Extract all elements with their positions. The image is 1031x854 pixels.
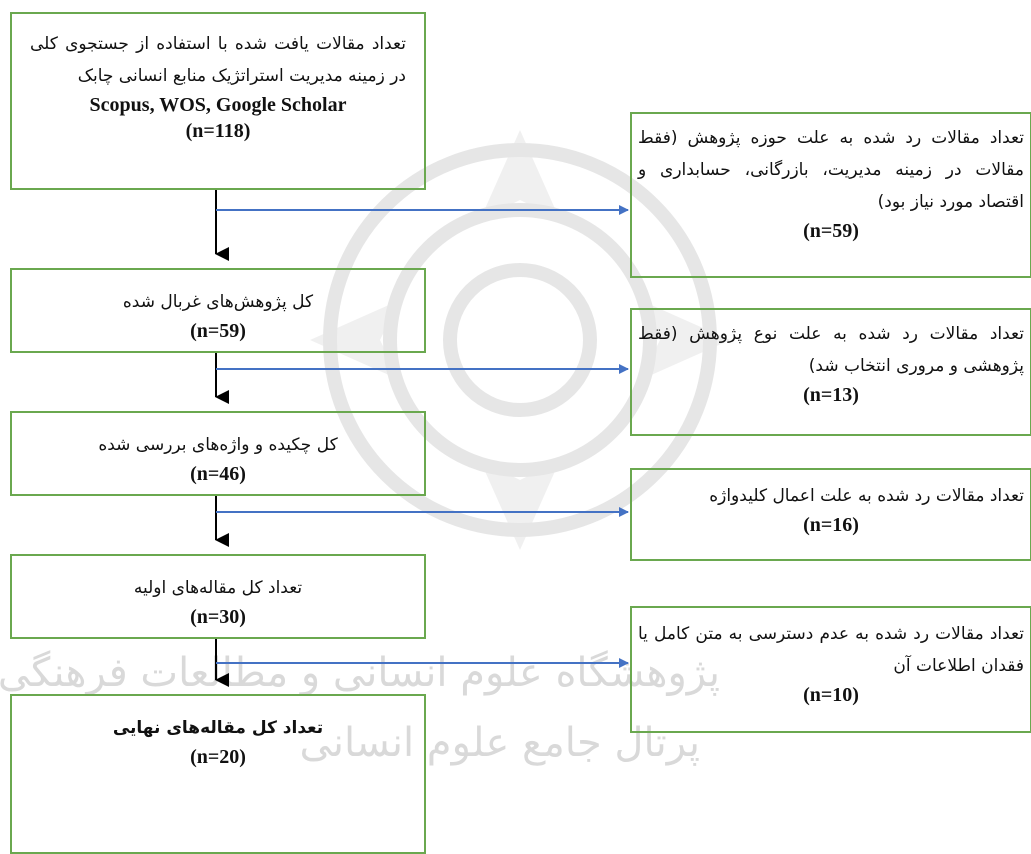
box-abstracts: کل چکیده و واژه‌های بررسی شده (n=46) [10,411,426,496]
box-initial-search-text: تعداد مقالات یافت شده با استفاده از جستج… [30,34,406,86]
box-excluded-field: تعداد مقالات رد شده به علت حوزه پژوهش (ف… [630,112,1031,278]
box-initial-articles: تعداد کل مقاله‌های اولیه (n=30) [10,554,426,639]
box-abstracts-text: کل چکیده و واژه‌های بررسی شده [98,435,338,455]
box-abstracts-count: (n=46) [190,463,246,485]
box-excluded-type: تعداد مقالات رد شده به علت نوع پژوهش (فق… [630,308,1031,436]
watermark-text-1: پژوهشگاه علوم انسانی و مطالعات فرهنگی [0,650,720,696]
box-excluded-fulltext-text: تعداد مقالات رد شده به عدم دسترسی به متن… [638,624,1024,676]
box-final-articles-text: تعداد کل مقاله‌های نهایی [112,718,324,738]
box-excluded-type-text: تعداد مقالات رد شده به علت نوع پژوهش (فق… [638,324,1024,376]
box-screened-count: (n=59) [190,320,246,342]
box-initial-search-sources: Scopus, WOS, Google Scholar [89,94,347,116]
box-excluded-keyword: تعداد مقالات رد شده به علت اعمال کلیدواژ… [630,468,1031,561]
watermark-text-2: پرتال جامع علوم انسانی [299,720,701,766]
box-excluded-fulltext: تعداد مقالات رد شده به عدم دسترسی به متن… [630,606,1031,733]
box-final-articles-count: (n=20) [190,746,246,768]
box-initial-articles-count: (n=30) [190,606,246,628]
box-initial-articles-text: تعداد کل مقاله‌های اولیه [133,578,303,598]
box-excluded-field-text: تعداد مقالات رد شده به علت حوزه پژوهش (ف… [638,128,1024,212]
box-initial-search: تعداد مقالات یافت شده با استفاده از جستج… [10,12,426,190]
box-screened: کل پژوهش‌های غربال شده (n=59) [10,268,426,353]
box-excluded-fulltext-count: (n=10) [803,684,859,706]
box-screened-text: کل پژوهش‌های غربال شده [122,292,314,312]
box-excluded-field-count: (n=59) [803,220,859,242]
box-excluded-type-count: (n=13) [803,384,859,406]
box-excluded-keyword-text: تعداد مقالات رد شده به علت اعمال کلیدواژ… [709,486,1024,506]
box-excluded-keyword-count: (n=16) [803,514,859,536]
box-initial-search-count: (n=118) [185,120,251,142]
box-final-articles: تعداد کل مقاله‌های نهایی (n=20) [10,694,426,854]
